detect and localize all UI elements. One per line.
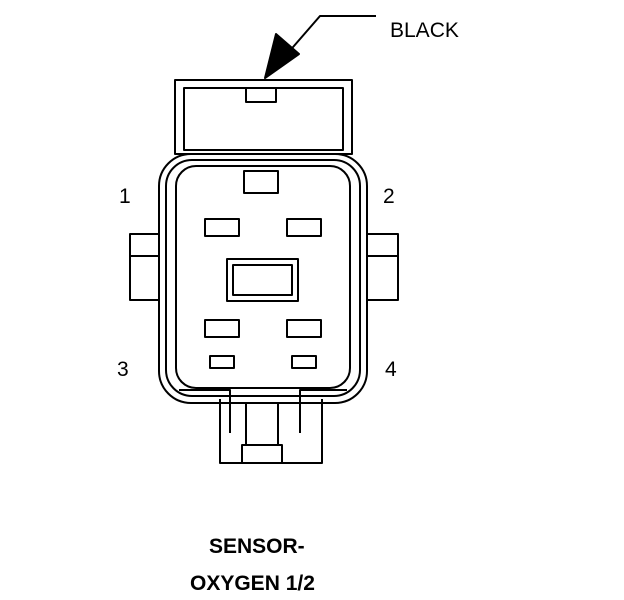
cavity-bottom-left (209, 355, 235, 369)
cavity-upper-right (286, 218, 322, 237)
key-slot (243, 170, 279, 194)
left-latch (129, 233, 160, 301)
pin-label-4: 4 (385, 358, 397, 381)
connector-title-line2: OXYGEN 1/2 (190, 572, 315, 595)
cavity-center-outer (226, 258, 299, 302)
pin-label-3: 3 (117, 358, 129, 381)
pin-label-2: 2 (383, 185, 395, 208)
wire-exit (219, 399, 323, 464)
connector-housing (158, 153, 368, 404)
pin-label-1: 1 (119, 185, 131, 208)
callout-leader (264, 15, 376, 79)
connector-title-line1: SENSOR- (209, 535, 305, 558)
color-callout-label: BLACK (390, 19, 459, 42)
cavity-bottom-right (291, 355, 317, 369)
terminal-cavities (204, 218, 322, 369)
callout-arrow-icon (264, 33, 300, 79)
cavity-upper-left (204, 218, 240, 237)
cavity-lower-left (204, 319, 240, 338)
cavity-center-inner (232, 264, 293, 296)
locking-tab (174, 79, 353, 155)
cavity-lower-right (286, 319, 322, 338)
right-latch (366, 233, 399, 301)
